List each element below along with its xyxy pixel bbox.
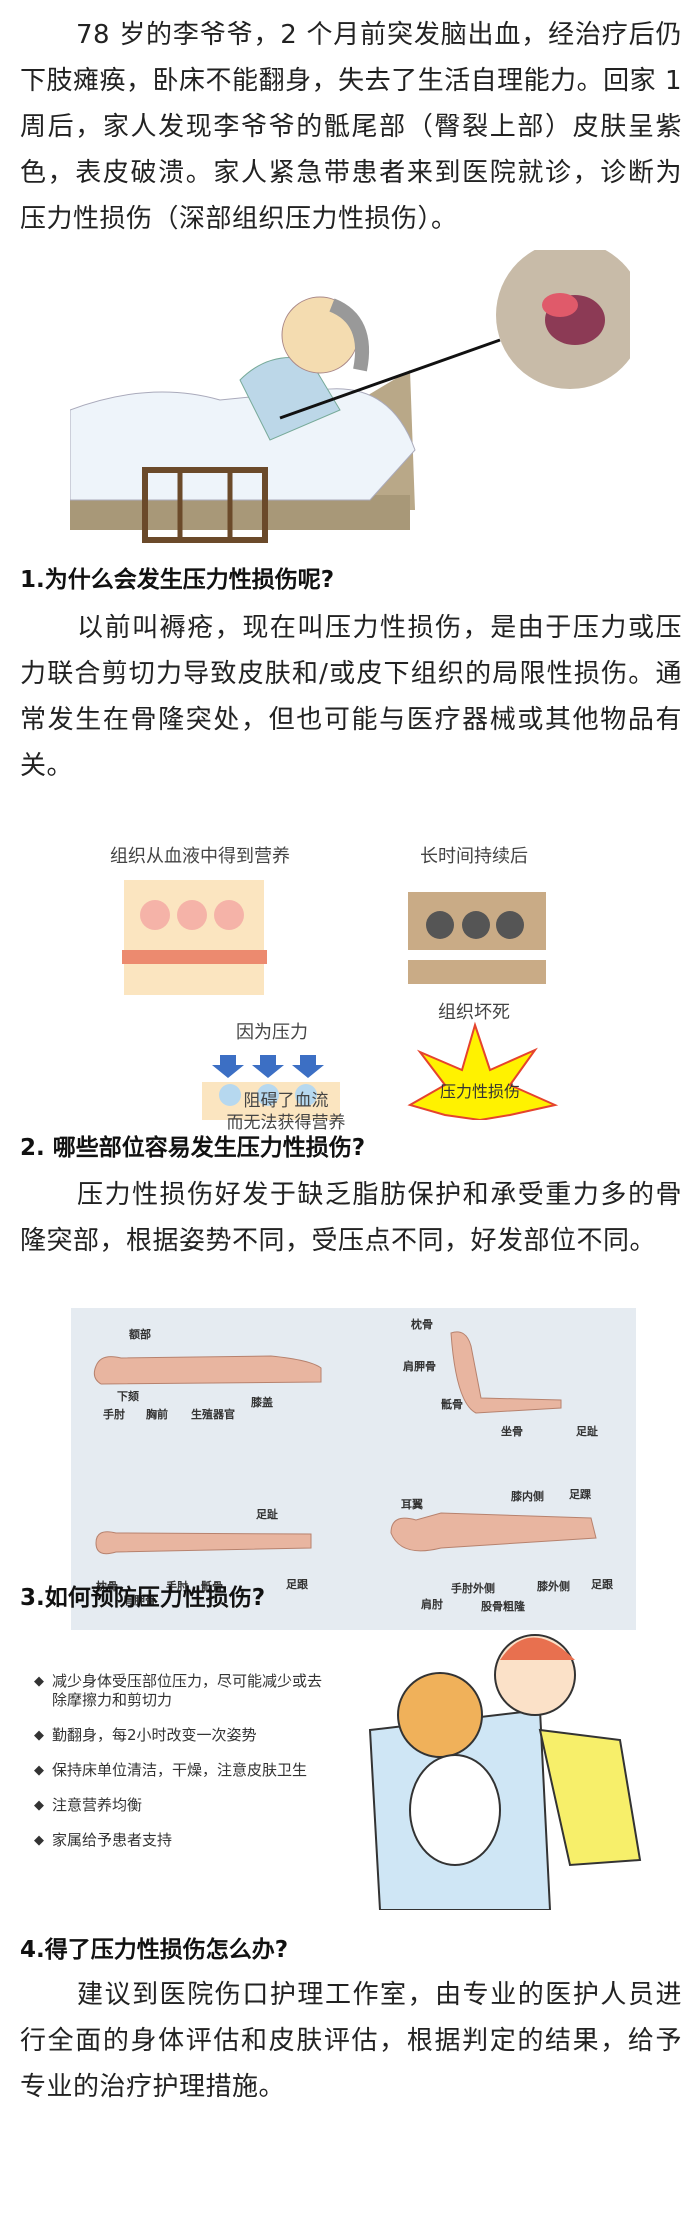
label-pressure: 因为压力 (236, 1022, 308, 1043)
intro-text: 78 岁的李爷爷，2 个月前突发脑出血，经治疗后仍下肢瘫痪，卧床不能翻身，失去了… (20, 20, 682, 234)
prone-label: 膝盖 (251, 1395, 273, 1409)
sitting-label: 肩胛骨 (403, 1359, 436, 1373)
pressure-mechanism-diagram: 组织从血液中得到营养 长时间持续后 组织坏死 因为压力 压力性损伤 (110, 846, 559, 1120)
section-4-heading: 4.得了压力性损伤怎么办? (20, 1937, 289, 1963)
supine-label: 手肘 (166, 1579, 188, 1593)
caregiver-turning-patient-illustration (368, 1634, 642, 1910)
section-1-heading: 1.为什么会发生压力性损伤呢? (20, 567, 335, 593)
side-label: 足跟 (591, 1578, 614, 1591)
intro-paragraph: 78 岁的李爷爷，2 个月前突发脑出血，经治疗后仍下肢瘫痪，卧床不能翻身，失去了… (20, 12, 682, 242)
supine-label: 足跟 (286, 1578, 309, 1591)
label-pressure-injury: 压力性损伤 (440, 1082, 520, 1101)
section-4-paragraph: 建议到医院伤口护理工作室，由专业的医护人员进行全面的身体评估和皮肤评估，根据判定… (20, 1972, 682, 2110)
side-label: 耳翼 (401, 1498, 423, 1511)
pressure-points-diagram: 额部 下颏 手肘 胸前 生殖器官 膝盖 枕骨 肩胛骨 骶骨 坐骨 足趾 足趾 枕… (71, 1308, 636, 1630)
supine-label: 枕骨 (96, 1579, 118, 1593)
side-label: 股骨粗隆 (481, 1599, 526, 1613)
label-sustained: 长时间持续后 (420, 846, 528, 867)
supine-label: 足趾 (256, 1507, 278, 1521)
side-label: 膝外侧 (537, 1579, 570, 1593)
label-nutrition: 组织从血液中得到营养 (110, 846, 290, 867)
list-item: 减少身体受压部位压力，尽可能减少或去除摩擦力和剪切力 (34, 1672, 324, 1710)
section-3-heading: 3.如何预防压力性损伤? (20, 1585, 266, 1611)
section-2-text: 压力性损伤好发于缺乏脂肪保护和承受重力多的骨隆突部，根据姿势不同，受压点不同，好… (20, 1180, 682, 1256)
prone-label: 胸前 (146, 1407, 168, 1421)
sitting-label: 坐骨 (501, 1424, 523, 1438)
sitting-label: 足趾 (576, 1424, 598, 1438)
section-1-paragraph: 以前叫褥疮，现在叫压力性损伤，是由于压力或压力联合剪切力导致皮肤和/或皮下组织的… (20, 605, 682, 789)
list-item: 勤翻身，每2小时改变一次姿势 (34, 1726, 324, 1745)
section-2-heading: 2. 哪些部位容易发生压力性损伤? (20, 1135, 366, 1161)
section-4-text: 建议到医院伤口护理工作室，由专业的医护人员进行全面的身体评估和皮肤评估，根据判定… (20, 1980, 682, 2102)
prone-label: 下颏 (117, 1389, 139, 1403)
prone-label: 手肘 (103, 1407, 125, 1421)
prone-label: 生殖器官 (191, 1407, 235, 1421)
side-label: 手肘外侧 (451, 1581, 495, 1595)
bedridden-patient-illustration (70, 250, 630, 543)
prevention-list: 减少身体受压部位压力，尽可能减少或去除摩擦力和剪切力 勤翻身，每2小时改变一次姿… (34, 1672, 324, 1866)
section-1-text: 以前叫褥疮，现在叫压力性损伤，是由于压力或压力联合剪切力导致皮肤和/或皮下组织的… (20, 613, 682, 781)
list-item: 保持床单位清洁，干燥，注意皮肤卫生 (34, 1761, 324, 1780)
label-necrosis: 组织坏死 (438, 1002, 510, 1023)
blood-flow-caption: 阻碍了血流 而无法获得营养 (226, 1090, 346, 1134)
prone-label: 额部 (129, 1327, 151, 1341)
label-no-nutrition: 而无法获得营养 (226, 1113, 346, 1133)
side-label: 肩肘 (421, 1597, 443, 1611)
side-label: 足踝 (569, 1488, 592, 1501)
sitting-label: 枕骨 (411, 1317, 433, 1331)
side-label: 膝内侧 (511, 1489, 544, 1503)
sitting-label: 骶骨 (441, 1397, 463, 1411)
label-blocked-flow: 阻碍了血流 (243, 1091, 329, 1111)
section-2-paragraph: 压力性损伤好发于缺乏脂肪保护和承受重力多的骨隆突部，根据姿势不同，受压点不同，好… (20, 1172, 682, 1264)
list-item: 注意营养均衡 (34, 1796, 324, 1815)
supine-label: 肩胛骨 (123, 1593, 156, 1607)
list-item: 家属给予患者支持 (34, 1831, 324, 1850)
supine-label: 骶骨 (201, 1579, 223, 1593)
